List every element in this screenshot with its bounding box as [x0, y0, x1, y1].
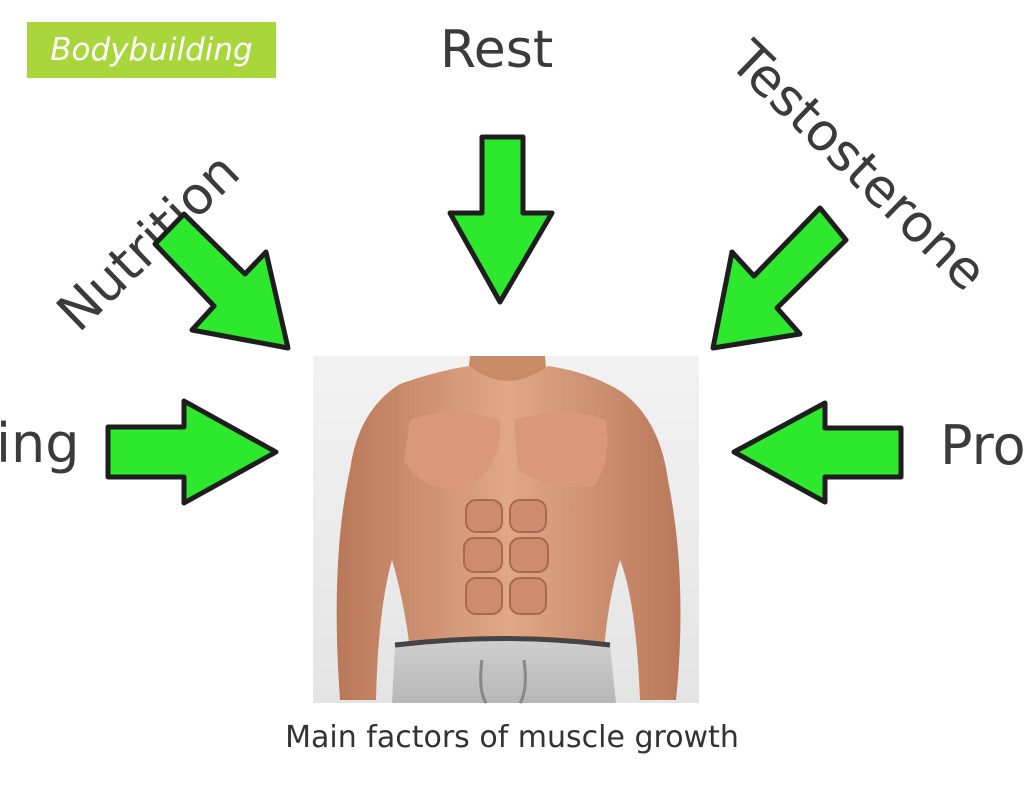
arrow-down-icon	[447, 134, 555, 305]
diagram-caption: Main factors of muscle growth	[285, 720, 739, 755]
badge-label: Bodybuilding	[50, 32, 253, 68]
torso-image	[313, 356, 699, 704]
factor-label-rest: Rest	[440, 20, 554, 80]
factor-label-left-partial: ing	[0, 412, 80, 475]
arrows	[105, 134, 904, 506]
bodybuilding-badge: Bodybuilding	[27, 22, 276, 78]
arrow-down-right-icon	[152, 211, 291, 351]
arrow-down-left-icon	[710, 205, 849, 351]
factor-label-right-partial: Pro	[940, 414, 1024, 477]
arrow-left-icon	[731, 400, 904, 505]
arrow-right-icon	[105, 398, 279, 506]
